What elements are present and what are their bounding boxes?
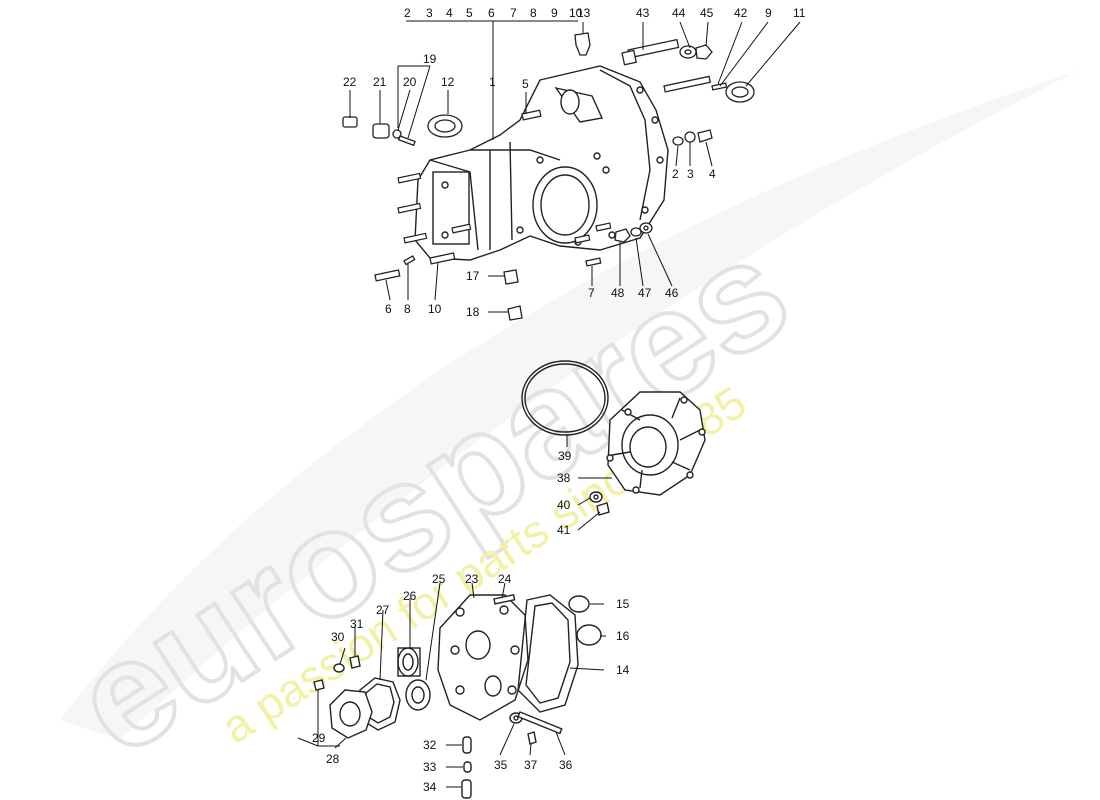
callout-24: 24 — [498, 572, 512, 586]
callout-2: 2 — [672, 167, 679, 181]
callout-header-3: 3 — [426, 6, 433, 20]
callout-13: 13 — [577, 6, 591, 20]
callout-25: 25 — [432, 572, 446, 586]
callout-36: 36 — [559, 758, 573, 772]
callout-15: 15 — [616, 597, 630, 611]
callout-39: 39 — [558, 449, 572, 463]
callout-7: 7 — [588, 286, 595, 300]
callout-10: 10 — [428, 302, 442, 316]
callout-14: 14 — [616, 663, 630, 677]
callout-40: 40 — [557, 498, 571, 512]
housing-studs — [397, 172, 612, 244]
callout-30: 30 — [331, 630, 345, 644]
callout-45: 45 — [700, 6, 714, 20]
callout-header-6: 6 — [488, 6, 495, 20]
callout-11: 11 — [793, 6, 806, 20]
callout-6: 6 — [385, 302, 392, 316]
callout-header-8: 8 — [530, 6, 537, 20]
callout-9: 9 — [765, 6, 772, 20]
callout-19: 19 — [423, 52, 437, 66]
watermark-swoosh — [60, 70, 1080, 740]
callout-37: 37 — [524, 758, 538, 772]
callout-29: 29 — [312, 731, 326, 745]
callout-18: 18 — [466, 305, 480, 319]
callout-33: 33 — [423, 760, 437, 774]
callout-header-4: 4 — [446, 6, 453, 20]
callout-31: 31 — [350, 617, 364, 631]
upper-loose-parts — [342, 32, 755, 321]
callout-32: 32 — [423, 738, 437, 752]
callout-3: 3 — [687, 167, 694, 181]
callout-35: 35 — [494, 758, 508, 772]
leader-lines — [297, 20, 801, 788]
callout-47: 47 — [638, 286, 652, 300]
callout-38: 38 — [557, 471, 571, 485]
callout-27: 27 — [376, 603, 390, 617]
watermark-brand: eurospares — [46, 205, 816, 786]
callout-44: 44 — [672, 6, 686, 20]
callout-43: 43 — [636, 6, 650, 20]
callout-20: 20 — [403, 75, 417, 89]
callout-41: 41 — [557, 523, 571, 537]
callout-34: 34 — [423, 780, 437, 794]
callout-1: 1 — [489, 75, 496, 89]
callout-17: 17 — [466, 269, 480, 283]
callout-header-5: 5 — [466, 6, 473, 20]
callout-4: 4 — [709, 167, 716, 181]
callout-16: 16 — [616, 629, 630, 643]
middle-assembly — [521, 360, 706, 516]
callout-header-10: 10 — [569, 6, 583, 20]
lower-assembly — [313, 594, 602, 799]
callout-header-2: 2 — [404, 6, 411, 20]
callout-8: 8 — [404, 302, 411, 316]
callout-header-9: 9 — [551, 6, 558, 20]
callout-26: 26 — [403, 589, 417, 603]
callout-5: 5 — [522, 77, 529, 91]
callout-23: 23 — [465, 572, 479, 586]
callout-12: 12 — [441, 75, 455, 89]
callout-21: 21 — [373, 75, 387, 89]
callout-labels: 2 3 4 5 6 7 8 9 10 1 13 43 44 45 42 9 11… — [312, 6, 806, 794]
callout-46: 46 — [665, 286, 679, 300]
callout-42: 42 — [734, 6, 748, 20]
callout-22: 22 — [343, 75, 357, 89]
callout-header-7: 7 — [510, 6, 517, 20]
callout-48: 48 — [611, 286, 625, 300]
callout-28: 28 — [326, 752, 340, 766]
